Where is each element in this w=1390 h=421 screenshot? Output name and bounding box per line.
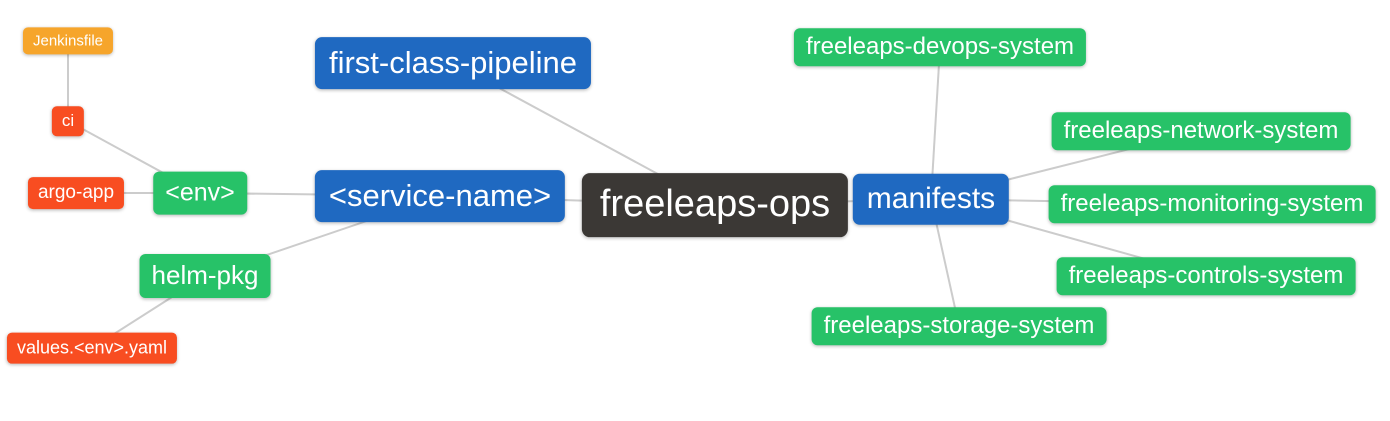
- node-manifests[interactable]: manifests: [852, 173, 1010, 225]
- node-ci[interactable]: ci: [51, 106, 85, 136]
- node-freeleaps-controls-system[interactable]: freeleaps-controls-system: [1056, 257, 1356, 295]
- node-jenkinsfile[interactable]: Jenkinsfile: [22, 27, 114, 55]
- node-freeleaps-storage-system[interactable]: freeleaps-storage-system: [811, 307, 1107, 345]
- node-freeleaps-monitoring-system[interactable]: freeleaps-monitoring-system: [1048, 185, 1376, 223]
- node-freeleaps-ops[interactable]: freeleaps-ops: [581, 173, 849, 237]
- node-first-class-pipeline[interactable]: first-class-pipeline: [314, 37, 592, 89]
- node-freeleaps-devops-system[interactable]: freeleaps-devops-system: [793, 28, 1087, 66]
- node-freeleaps-network-system[interactable]: freeleaps-network-system: [1051, 112, 1351, 150]
- edge-manifests-freeleaps-devops-system: [930, 46, 941, 200]
- node-service-name[interactable]: <service-name>: [314, 170, 566, 222]
- node-env[interactable]: <env>: [153, 171, 247, 215]
- node-values-env-yaml[interactable]: values.<env>.yaml: [6, 332, 178, 364]
- node-argo-app[interactable]: argo-app: [27, 177, 125, 209]
- node-helm-pkg[interactable]: helm-pkg: [139, 254, 271, 298]
